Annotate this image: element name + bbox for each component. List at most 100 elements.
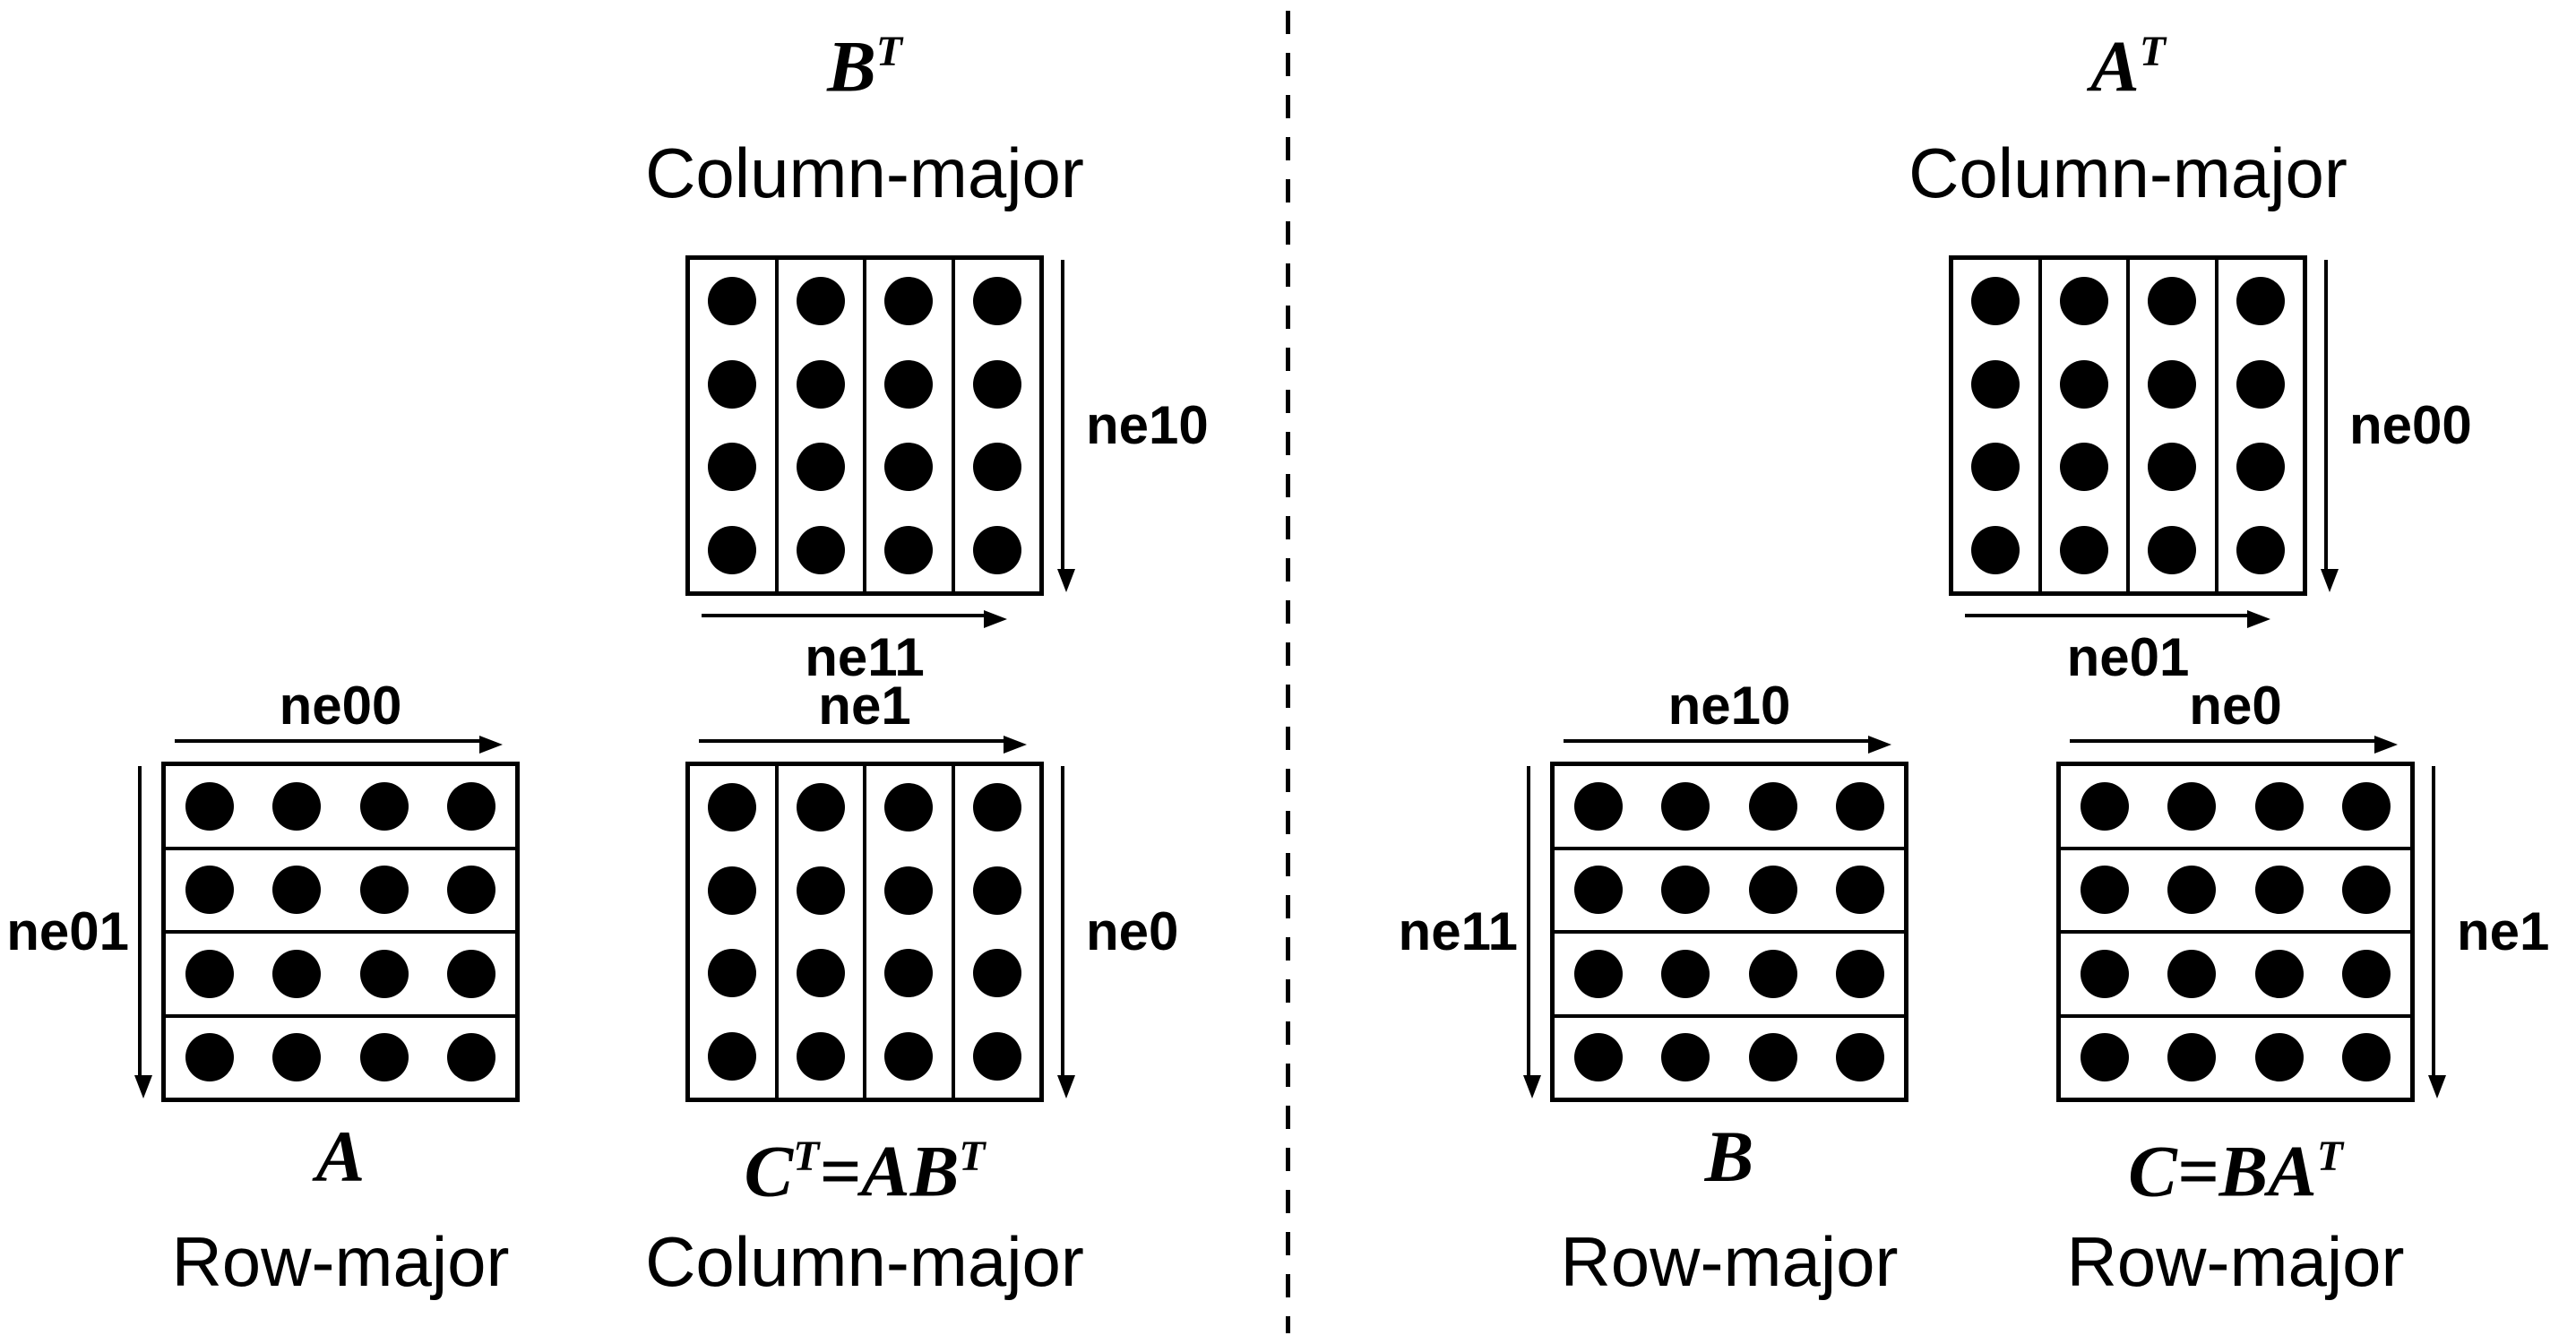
matrix-dot: [2236, 443, 2285, 492]
matrix-dot: [972, 443, 1021, 492]
matrix-dot: [1836, 1033, 1885, 1082]
arrow-down-icon: [1057, 260, 1075, 592]
matrix-strip: [1555, 846, 1904, 931]
matrix-strip: [690, 766, 775, 1098]
matrix-dot: [796, 1031, 845, 1081]
arrow-down-icon: [1057, 766, 1075, 1098]
matrix-dot: [972, 525, 1021, 574]
matrix-dot: [2236, 277, 2285, 326]
arrow-right-icon: [702, 610, 1007, 628]
matrix-grid-row-major: [161, 762, 520, 1102]
matrix-dot: [708, 443, 757, 492]
matrix-dot: [447, 949, 496, 998]
matrix-dot: [884, 949, 934, 998]
matrix-dot: [884, 359, 934, 409]
matrix-dot: [1573, 781, 1623, 831]
matrix-dot: [2059, 525, 2108, 574]
matrix-title: BT: [827, 25, 902, 108]
matrix-grid-column-major: [685, 255, 1044, 596]
matrix-dot: [796, 866, 845, 915]
matrix-dot: [2080, 949, 2129, 998]
matrix-dot: [185, 949, 234, 998]
matrix-dot: [1836, 781, 1885, 831]
matrix-dot: [972, 866, 1021, 915]
matrix-dot: [1573, 1033, 1623, 1082]
matrix-dot: [2342, 866, 2391, 915]
matrix-dot: [2236, 359, 2285, 409]
arrow-down-icon: [2321, 260, 2339, 592]
dimension-label-ne11: ne11: [1398, 901, 1518, 961]
panel-divider: [1286, 11, 1290, 1333]
matrix-dot: [708, 277, 757, 326]
matrix-dot: [708, 359, 757, 409]
matrix-dot: [272, 1033, 322, 1082]
matrix-dot: [2148, 277, 2197, 326]
matrix-dot: [359, 781, 409, 831]
matrix-dot: [884, 783, 934, 832]
layout-label: Row-major: [171, 1222, 510, 1301]
matrix-dot: [1661, 949, 1710, 998]
matrix-dot: [972, 359, 1021, 409]
matrix-strip: [2061, 766, 2410, 847]
matrix-strip: [951, 766, 1040, 1098]
matrix-dot: [272, 781, 322, 831]
layout-label: Row-major: [1560, 1222, 1899, 1301]
matrix-dot: [2059, 359, 2108, 409]
matrix-dot: [708, 783, 757, 832]
matrix-dot: [2167, 866, 2217, 915]
matrix-dot: [1836, 949, 1885, 998]
matrix-strip: [690, 260, 775, 591]
dimension-label-ne00: ne00: [2349, 395, 2472, 455]
matrix-dot: [2080, 1033, 2129, 1082]
matrix-dot: [447, 781, 496, 831]
matrix-dot: [1573, 949, 1623, 998]
matrix-dot: [796, 783, 845, 832]
matrix-dot: [796, 443, 845, 492]
layout-label: Column-major: [1908, 134, 2348, 212]
dimension-label-ne0: ne0: [1086, 901, 1179, 961]
matrix-dot: [272, 949, 322, 998]
matrix-dot: [708, 525, 757, 574]
matrix-dot: [2080, 781, 2129, 831]
matrix-dot: [1836, 866, 1885, 915]
matrix-title: C=BAT: [2128, 1130, 2343, 1212]
matrix-dot: [796, 949, 845, 998]
matrix-dot: [1971, 443, 2020, 492]
matrix-dot: [2236, 525, 2285, 574]
matrix-dot: [972, 783, 1021, 832]
matrix-strip: [1953, 260, 2038, 591]
matrix-strip: [1555, 766, 1904, 847]
matrix-grid-column-major: [685, 762, 1044, 1102]
matrix-title: CT=ABT: [744, 1130, 986, 1212]
matrix-dot: [884, 525, 934, 574]
matrix-dot: [2148, 359, 2197, 409]
matrix-strip: [166, 1013, 515, 1098]
matrix-dot: [359, 1033, 409, 1082]
matrix-strip: [774, 766, 864, 1098]
dimension-label-ne0: ne0: [2189, 676, 2282, 736]
matrix-dot: [1748, 1033, 1797, 1082]
matrix-dot: [1748, 949, 1797, 998]
matrix-dot: [1971, 277, 2020, 326]
layout-label: Row-major: [2066, 1222, 2405, 1301]
matrix-dot: [2254, 866, 2304, 915]
matrix-dot: [1971, 359, 2020, 409]
matrix-dot: [796, 277, 845, 326]
matrix-dot: [2167, 949, 2217, 998]
dimension-label-ne10: ne10: [1667, 676, 1791, 736]
matrix-dot: [1661, 866, 1710, 915]
layout-label: Column-major: [645, 1222, 1084, 1301]
matrix-dot: [972, 949, 1021, 998]
matrix-dot: [1661, 781, 1710, 831]
matrix-grid-row-major: [1550, 762, 1908, 1102]
matrix-strip: [863, 766, 952, 1098]
matrix-strip: [2214, 260, 2304, 591]
matrix-dot: [2059, 277, 2108, 326]
matrix-title: AT: [2090, 25, 2166, 108]
matrix-dot: [359, 949, 409, 998]
arrow-right-icon: [2070, 736, 2398, 754]
matrix-dot: [2059, 443, 2108, 492]
dimension-label-ne01: ne01: [2066, 627, 2190, 687]
matrix-dot: [2148, 525, 2197, 574]
